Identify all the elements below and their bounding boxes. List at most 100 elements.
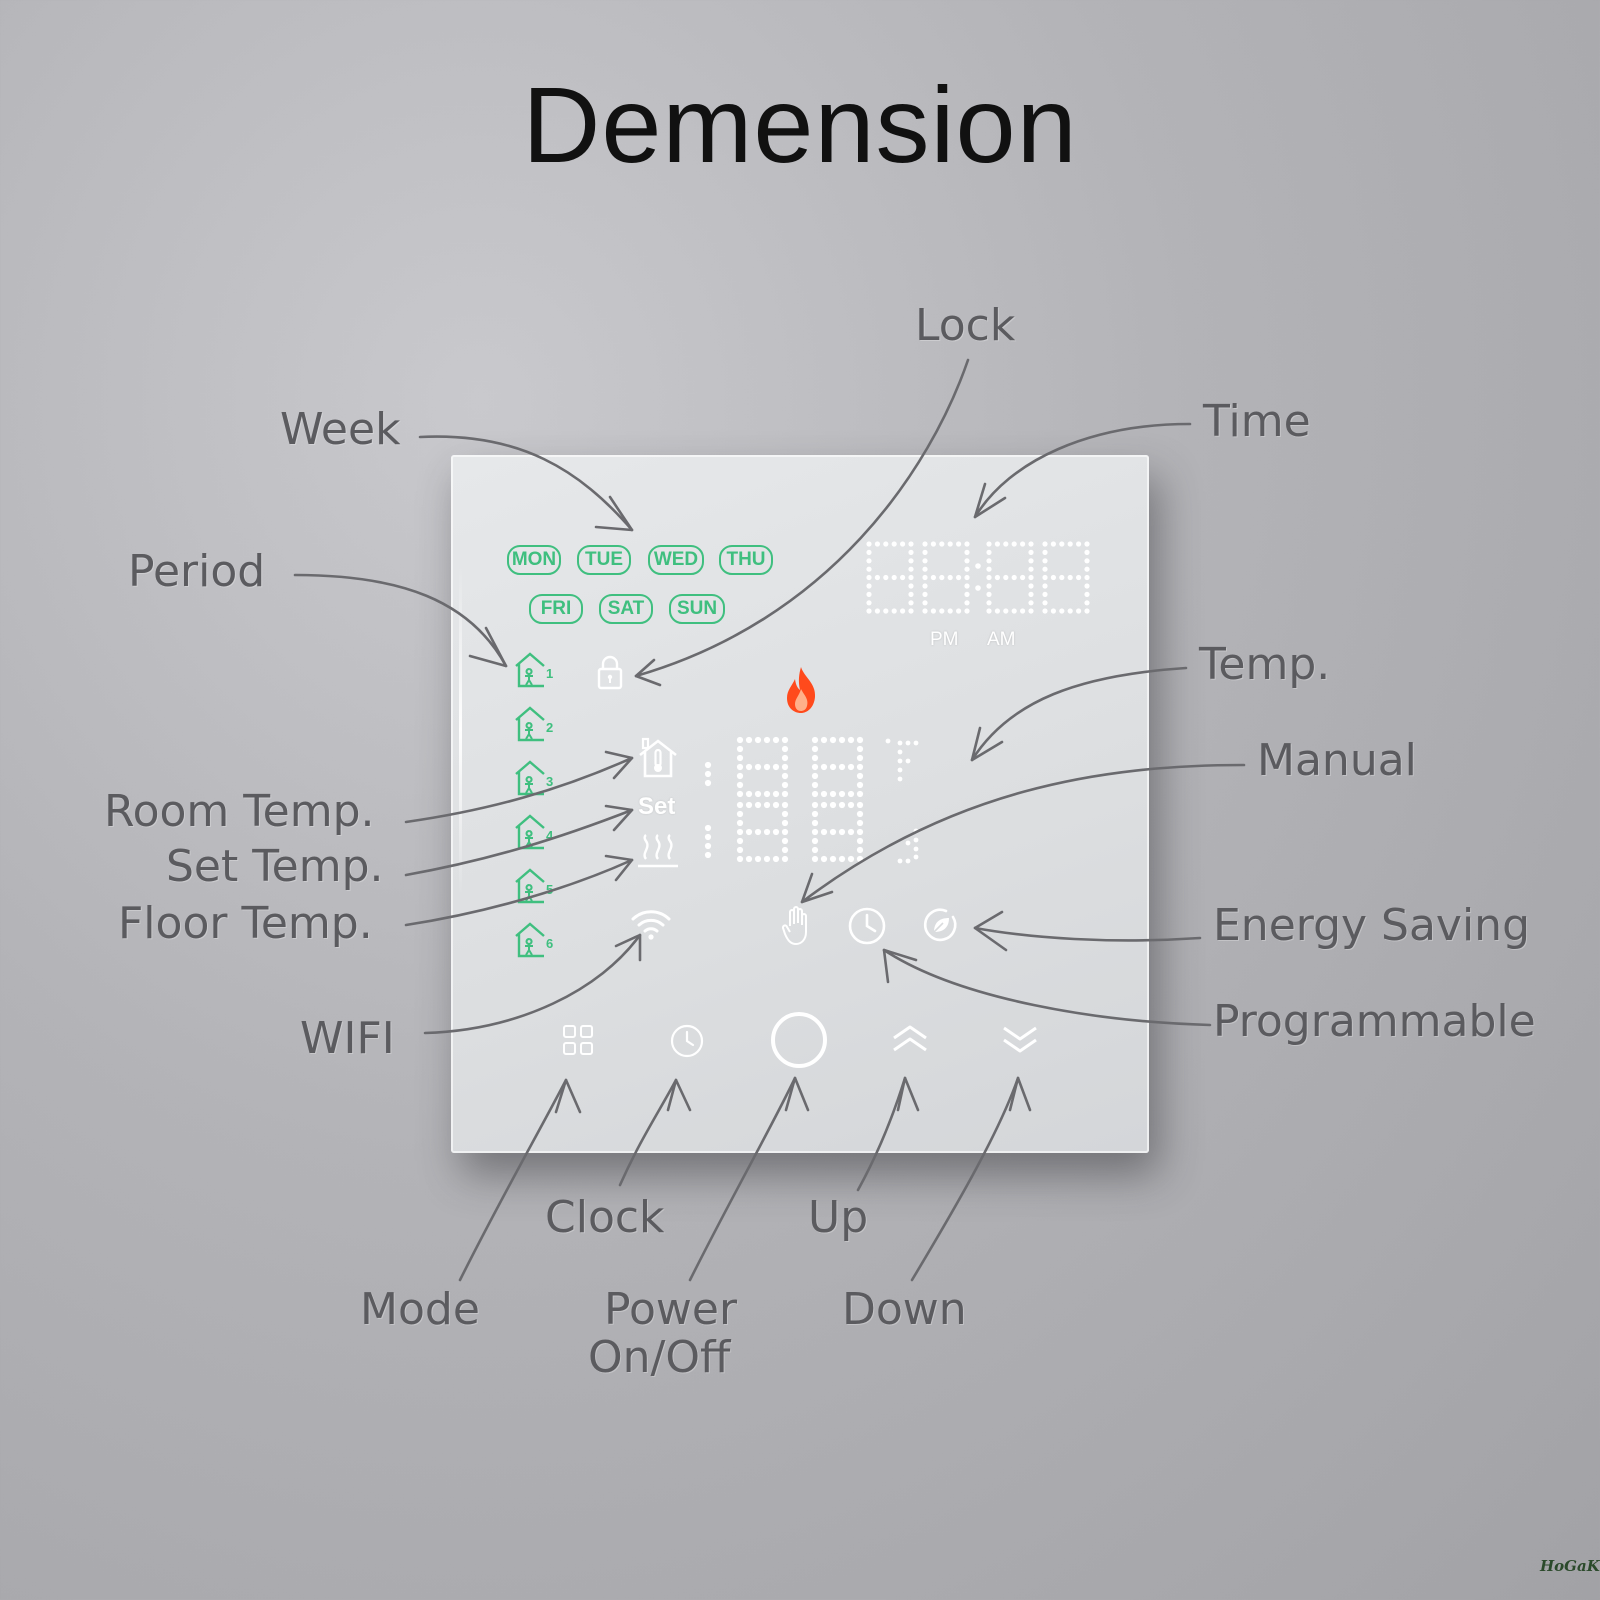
temp-digit-segment xyxy=(704,833,712,841)
temp-digit-segment xyxy=(745,855,753,863)
time-digit-segment xyxy=(1084,541,1090,547)
up-button[interactable] xyxy=(891,1024,929,1054)
time-digit-segment xyxy=(964,608,970,614)
time-digit-segment xyxy=(900,574,906,581)
temp-digit-segment xyxy=(763,855,771,863)
temp-unit-segment xyxy=(905,740,911,746)
time-digit-segment xyxy=(986,541,992,547)
temp-digit-segment xyxy=(829,736,837,744)
time-digit-segment xyxy=(939,574,945,581)
day-wed: WED xyxy=(648,545,704,575)
temp-digit-segment xyxy=(704,770,712,778)
time-digit-segment xyxy=(1042,541,1048,547)
time-digit-segment xyxy=(1011,608,1017,614)
time-digit-segment xyxy=(908,608,914,614)
temp-digit-segment xyxy=(811,736,819,744)
temp-digit-segment xyxy=(754,801,762,809)
power-button[interactable] xyxy=(770,1011,828,1069)
time-digit-segment xyxy=(866,608,872,614)
time-digit-segment xyxy=(908,541,914,547)
time-digit-segment xyxy=(986,583,992,589)
time-digit-segment xyxy=(1084,549,1090,555)
time-digit-segment xyxy=(874,608,880,614)
temp-unit-segment xyxy=(905,858,911,864)
callout-programmable: Programmable xyxy=(1213,996,1536,1047)
time-digit-segment xyxy=(947,608,953,614)
callout-temp: Temp. xyxy=(1199,639,1331,690)
callout-clock: Clock xyxy=(545,1192,665,1243)
temp-digit-segment xyxy=(829,790,837,798)
temp-digit-segment xyxy=(754,763,762,771)
temp-digit-segment xyxy=(856,772,864,780)
time-digit-segment xyxy=(1028,600,1034,606)
time-digit-segment xyxy=(1059,574,1065,581)
time-digit-segment xyxy=(1020,608,1026,614)
time-digit-segment xyxy=(1028,566,1034,572)
time-digit-segment xyxy=(956,541,962,547)
time-digit-segment xyxy=(986,591,992,597)
temp-digit-segment xyxy=(754,736,762,744)
time-digit-segment xyxy=(1042,558,1048,564)
temp-digit-segment xyxy=(754,828,762,836)
time-display xyxy=(866,541,1090,614)
time-digit-segment xyxy=(866,558,872,564)
clock-button[interactable] xyxy=(670,1024,704,1058)
time-digit-segment xyxy=(1028,608,1034,614)
temp-digit-segment xyxy=(704,779,712,787)
day-mon: MON xyxy=(507,545,561,575)
programmable-clock-icon xyxy=(848,907,886,945)
temp-digit-segment xyxy=(847,763,855,771)
temp-digit-segment xyxy=(829,828,837,836)
time-digit-segment xyxy=(964,566,970,572)
temp-digit-segment xyxy=(781,763,789,771)
period-number: 4 xyxy=(546,828,554,843)
time-digit-segment xyxy=(1011,541,1017,547)
temp-digit-segment xyxy=(811,855,819,863)
period-2-icon: 2 xyxy=(515,706,553,742)
temp-digit-segment xyxy=(704,761,712,769)
time-digit-segment xyxy=(891,574,897,581)
temp-digit-segment xyxy=(838,855,846,863)
time-digit-segment xyxy=(986,549,992,555)
time-digit-segment xyxy=(986,574,992,581)
time-digit-segment xyxy=(891,541,897,547)
temp-digit-segment xyxy=(847,801,855,809)
room-temp-icon xyxy=(639,737,677,778)
time-digit-segment xyxy=(964,591,970,597)
temp-unit-segment xyxy=(913,740,919,746)
time-digit-segment xyxy=(994,608,1000,614)
time-digit-segment xyxy=(866,600,872,606)
temp-digit-segment xyxy=(781,801,789,809)
temp-digit-segment xyxy=(820,763,828,771)
time-digit-segment xyxy=(908,591,914,597)
time-digit-segment xyxy=(930,608,936,614)
mode-button[interactable] xyxy=(563,1025,593,1055)
temp-digit-segment xyxy=(820,828,828,836)
temp-digit-segment xyxy=(781,736,789,744)
time-digit-segment xyxy=(1076,574,1082,581)
time-digit-segment xyxy=(874,574,880,581)
temp-digit-segment xyxy=(820,855,828,863)
am-indicator: AM xyxy=(987,629,1016,650)
time-digit-segment xyxy=(1042,591,1048,597)
time-digit-segment xyxy=(1084,600,1090,606)
period-number: 6 xyxy=(546,936,553,951)
temp-digit-segment xyxy=(811,819,819,827)
temp-digit-segment xyxy=(736,810,744,818)
time-digit-segment xyxy=(866,583,872,589)
temp-digit-segment xyxy=(772,828,780,836)
temp-digit-segment xyxy=(772,790,780,798)
set-label: Set xyxy=(638,793,676,820)
time-digit-segment xyxy=(1084,558,1090,564)
temp-digit-segment xyxy=(763,790,771,798)
time-digit-segment xyxy=(1067,574,1073,581)
temp-digit-segment xyxy=(856,745,864,753)
time-digit-segment xyxy=(1042,549,1048,555)
time-digit-segment xyxy=(883,574,889,581)
temp-digit-segment xyxy=(736,736,744,744)
down-button[interactable] xyxy=(1001,1024,1039,1054)
time-digit-segment xyxy=(994,574,1000,581)
day-tue: TUE xyxy=(577,545,631,575)
temp-digit-segment xyxy=(736,790,744,798)
time-digit-segment xyxy=(930,541,936,547)
